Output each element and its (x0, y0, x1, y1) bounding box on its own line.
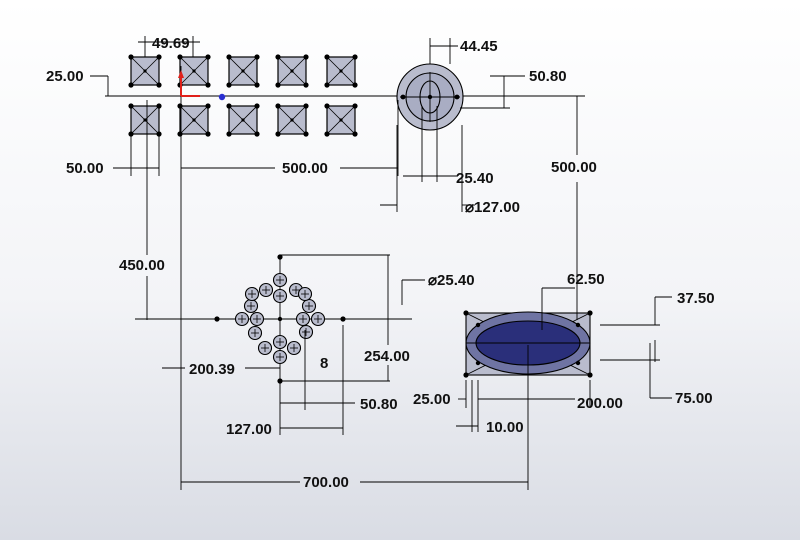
dim-circle-small[interactable]: 25.40 (456, 170, 494, 187)
sketch-origin[interactable] (105, 66, 585, 490)
square-r2-c2[interactable] (177, 103, 211, 137)
dim-circle-inner[interactable]: 44.45 (460, 38, 498, 55)
hole[interactable] (295, 311, 311, 327)
dim-pattern-step[interactable]: 50.80 (360, 396, 398, 413)
dim-rect-margin[interactable]: 25.00 (413, 391, 451, 408)
dim-ellipse-height[interactable]: 75.00 (675, 390, 713, 407)
hole[interactable] (286, 340, 302, 356)
hole[interactable] (310, 311, 326, 327)
dimension-labels: 49.69 25.00 50.00 500.00 44.45 50.80 25.… (46, 35, 715, 491)
hole[interactable] (247, 325, 263, 341)
dim-total-width[interactable]: 700.00 (303, 474, 349, 491)
dim-vertical-450[interactable]: 450.00 (119, 257, 165, 274)
dim-square-offset[interactable]: 25.00 (46, 68, 84, 85)
dim-square-width[interactable]: 50.00 (66, 160, 104, 177)
hole[interactable] (257, 340, 273, 356)
hole[interactable] (297, 286, 313, 302)
square-r1-c4[interactable] (275, 54, 309, 88)
hole[interactable] (244, 286, 260, 302)
hole[interactable] (272, 349, 288, 365)
square-r2-c3[interactable] (226, 103, 260, 137)
square-r1-c2[interactable] (177, 54, 211, 88)
dim-rect-gap[interactable]: 10.00 (486, 419, 524, 436)
hole[interactable] (272, 288, 288, 304)
square-r2-c1[interactable] (128, 103, 162, 137)
hole-pattern[interactable] (135, 254, 412, 385)
hole[interactable] (234, 311, 250, 327)
dim-vertical-500[interactable]: 500.00 (551, 159, 597, 176)
dim-hole-diameter[interactable]: ⌀25.40 (428, 272, 475, 289)
origin-point[interactable] (218, 93, 226, 101)
dimension-lines (90, 36, 672, 490)
dim-pitch-top[interactable]: 49.69 (152, 35, 190, 52)
dim-pattern-offset[interactable]: 200.39 (189, 361, 235, 378)
dim-rect-width[interactable]: 200.00 (577, 395, 623, 412)
circle-feature[interactable] (396, 63, 464, 131)
hole[interactable] (258, 282, 274, 298)
square-r2-c4[interactable] (275, 103, 309, 137)
hole[interactable] (272, 272, 288, 288)
dim-circle-slot[interactable]: 50.80 (529, 68, 567, 85)
square-r1-c5[interactable] (324, 54, 358, 88)
hole[interactable] (243, 298, 259, 314)
square-r1-c3[interactable] (226, 54, 260, 88)
hole[interactable] (298, 324, 314, 340)
dim-ellipse-minor[interactable]: 62.50 (567, 271, 605, 288)
square-array (128, 54, 358, 137)
hole[interactable] (249, 311, 265, 327)
dim-to-circle[interactable]: 500.00 (282, 160, 328, 177)
hole[interactable] (301, 298, 317, 314)
dim-ellipse-offset[interactable]: 37.50 (677, 290, 715, 307)
dim-pattern-count[interactable]: 8 (320, 355, 328, 372)
square-r2-c5[interactable] (324, 103, 358, 137)
dim-pattern-span[interactable]: 254.00 (364, 348, 410, 365)
square-r1-c1[interactable] (128, 54, 162, 88)
dim-pattern-radius[interactable]: 127.00 (226, 421, 272, 438)
dim-circle-diameter[interactable]: ⌀127.00 (465, 199, 520, 216)
hole[interactable] (272, 334, 288, 350)
